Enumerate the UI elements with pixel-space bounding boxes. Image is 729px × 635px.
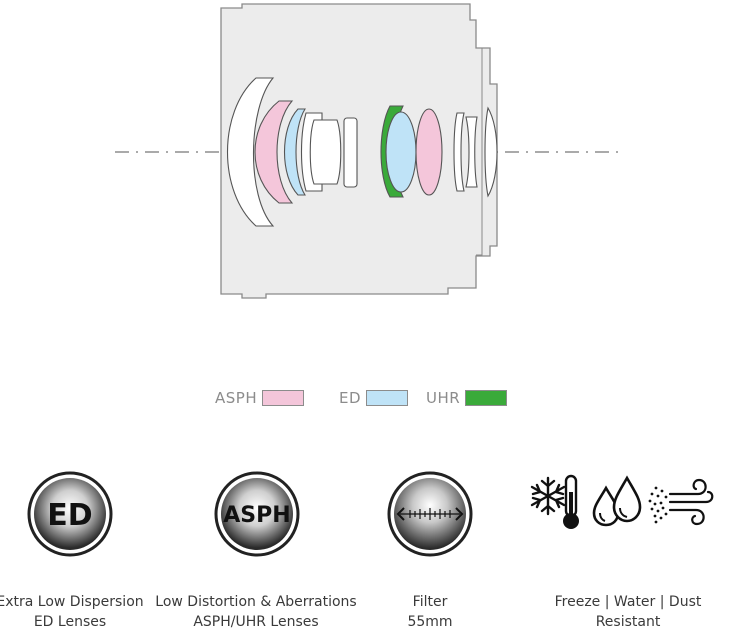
caption-ed-lenses: Extra Low Dispersion ED Lenses xyxy=(0,592,160,632)
asph-badge-text: ASPH xyxy=(223,503,290,528)
caption-filter-line2: 55mm xyxy=(407,614,453,630)
lens-element-3-ed xyxy=(284,108,306,196)
lens-element-1 xyxy=(226,77,275,227)
ed-lens-icon: ED xyxy=(27,471,113,557)
caption-asph-line1: Low Distortion & Aberrations xyxy=(155,594,357,610)
caption-ed-line1: Extra Low Dispersion xyxy=(0,594,144,610)
barrel-mount-step xyxy=(476,47,483,256)
caption-asph-line2: ASPH/UHR Lenses xyxy=(193,614,319,630)
filter-size-icon xyxy=(387,471,473,557)
water-drops-icon xyxy=(592,475,642,527)
caption-weather: Freeze | Water | Dust Resistant xyxy=(538,592,718,632)
caption-filter: Filter 55mm xyxy=(380,592,480,632)
lens-element-2-asph xyxy=(254,100,294,204)
legend-ed: ED xyxy=(339,386,409,410)
thermometer-icon xyxy=(563,474,579,529)
legend-asph: ASPH xyxy=(215,386,305,410)
lens-diagram xyxy=(115,3,622,299)
asph-lens-icon: ASPH xyxy=(214,471,300,557)
caption-ed-line2: ED Lenses xyxy=(33,614,107,630)
legend-uhr-label: UHR xyxy=(426,389,461,407)
lens-element-6 xyxy=(343,117,358,188)
caption-weather-line1: Freeze | Water | Dust xyxy=(554,594,702,610)
dust-wind-icon xyxy=(648,486,668,524)
legend-asph-label: ASPH xyxy=(215,389,258,407)
legend-ed-swatch xyxy=(366,390,409,406)
legend-uhr: UHR xyxy=(426,386,508,410)
lens-element-11 xyxy=(465,116,478,188)
lens-element-9-asph xyxy=(415,108,443,196)
caption-asph-lenses: Low Distortion & Aberrations ASPH/UHR Le… xyxy=(146,592,366,632)
lens-element-10 xyxy=(453,112,465,192)
caption-filter-line1: Filter xyxy=(412,594,448,610)
snowflake-icon xyxy=(530,476,566,516)
lens-element-12 xyxy=(484,106,498,198)
legend-uhr-swatch xyxy=(465,390,508,406)
legend-asph-swatch xyxy=(262,390,305,406)
legend-ed-label: ED xyxy=(339,389,362,407)
lens-barrel xyxy=(220,3,498,299)
lens-element-5 xyxy=(309,119,342,185)
ed-badge-text: ED xyxy=(47,498,92,533)
lens-element-8-ed xyxy=(385,111,417,193)
weather-sealing-icons xyxy=(530,474,714,529)
caption-weather-line2: Resistant xyxy=(595,614,661,630)
